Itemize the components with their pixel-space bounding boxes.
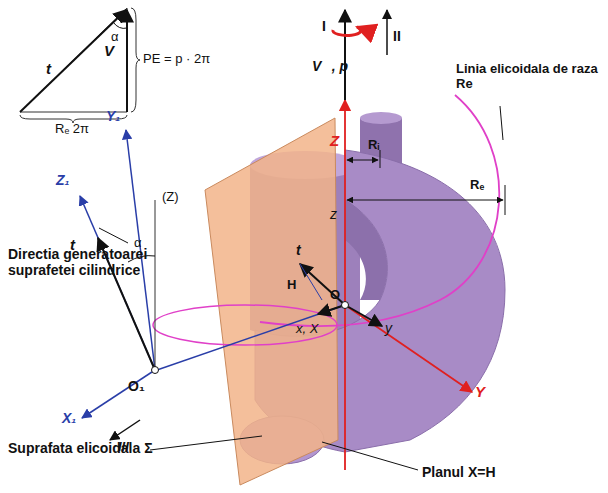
z-axis: [344, 100, 346, 470]
vector-label: V⃗, p: [312, 58, 348, 74]
axis-label: z: [330, 206, 337, 222]
dimension-label: Rₑ: [470, 178, 484, 193]
translation-arrow: [386, 10, 388, 55]
axis-label: X₁: [62, 410, 76, 426]
velocity-triangle: [20, 8, 140, 123]
axis-label: Z₁: [56, 172, 69, 188]
plane-x-h: [205, 118, 338, 485]
callout-text: Linia elicoidala de raza Re: [456, 62, 604, 92]
axis-label: Y₁: [106, 108, 120, 124]
axis-label: (Z): [162, 190, 179, 205]
axis-label: Y: [475, 383, 485, 400]
vector-label: t⃗: [296, 242, 311, 258]
helix-line: [260, 95, 499, 326]
axis-label: Z: [330, 132, 339, 149]
callout-text: Suprafata elicoidala Σ: [8, 440, 168, 456]
point-label: H: [287, 278, 296, 293]
formula-label: PE = p · 2π: [143, 52, 210, 67]
axis-label: y: [385, 320, 392, 336]
dimension-lines: [347, 150, 505, 215]
point-label: O₁: [128, 378, 145, 394]
point-label: O: [330, 288, 340, 303]
callout-text: Planul X=H: [422, 464, 496, 480]
callout-text: Directia generatoarei suprafetei cilindr…: [8, 246, 198, 278]
motion-label: I: [322, 18, 326, 34]
dimension-label: Rₑ 2π: [55, 122, 89, 137]
axis-label: x, X: [296, 322, 318, 337]
vector-label: V⃗: [104, 42, 125, 59]
local-axes: [157, 264, 472, 392]
leader-lines: [99, 106, 503, 470]
vector-label: t⃗: [46, 60, 62, 77]
motion-label: II: [393, 28, 401, 44]
rotation-arrow: [333, 27, 361, 35]
velocity-arrow: [344, 10, 346, 100]
dimension-label: Rᵢ: [368, 138, 379, 153]
angle-label: α: [111, 30, 119, 45]
o1-axes: [80, 130, 159, 440]
